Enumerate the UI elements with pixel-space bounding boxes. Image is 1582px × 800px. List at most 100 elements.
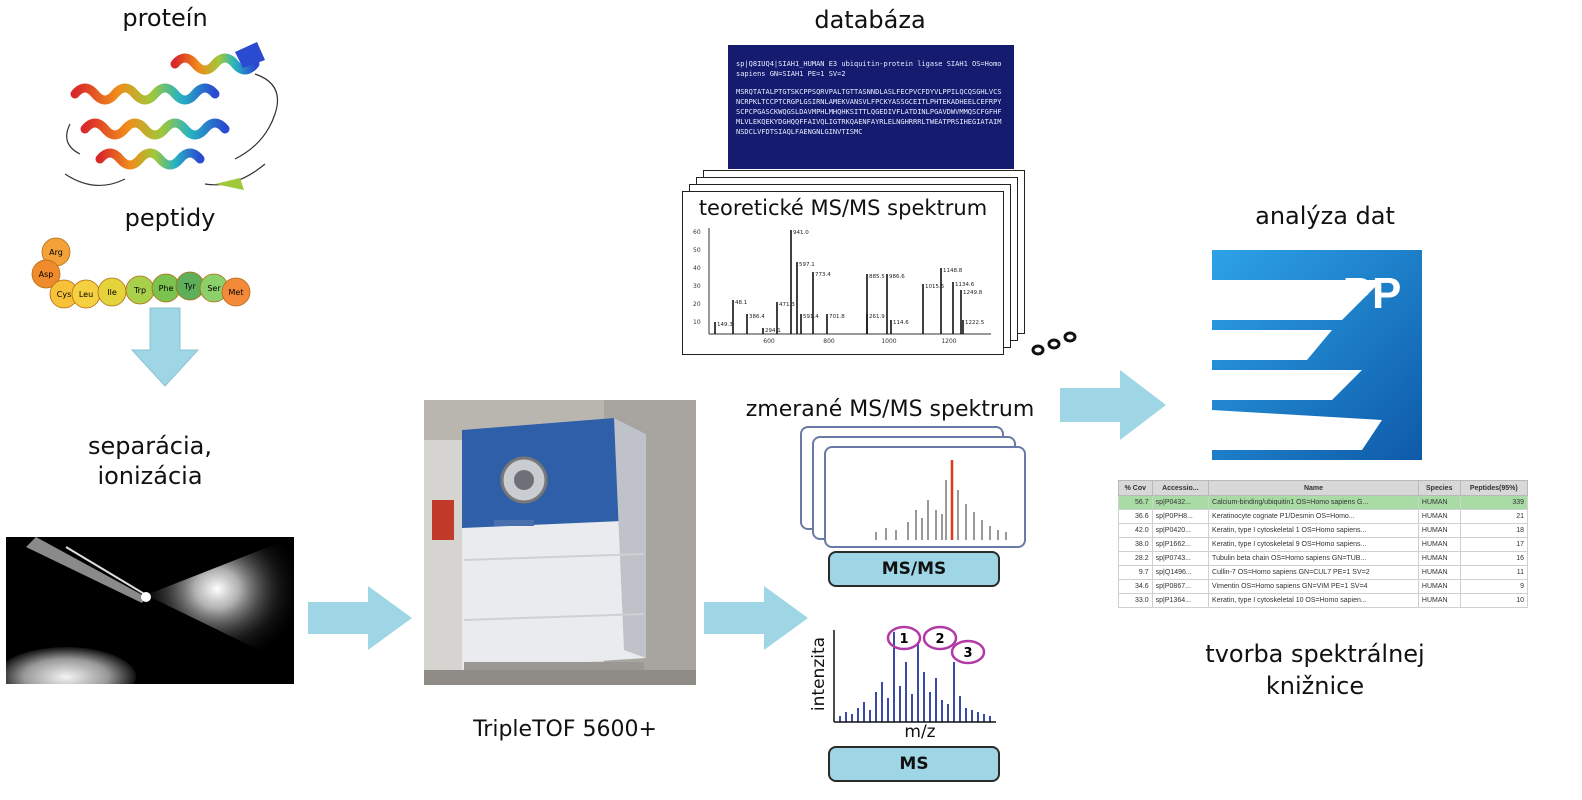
- label-protein: proteín: [122, 4, 208, 32]
- protein-pilot-app-icon[interactable]: PP: [1212, 250, 1422, 460]
- table-cell: Keratin, type I cytoskeletal 9 OS=Homo s…: [1208, 537, 1419, 552]
- right-arrow-icon: [704, 586, 808, 650]
- table-cell: Tubulin beta chain OS=Homo sapiens GN=TU…: [1208, 551, 1419, 566]
- table-cell: sp|P0743...: [1151, 551, 1210, 566]
- label-data-analysis: analýza dat: [1255, 202, 1395, 230]
- spectrum-peak-label: 597.1: [799, 262, 815, 268]
- peak-marker-circle: [886, 625, 922, 651]
- table-header-cell[interactable]: Name: [1208, 480, 1419, 496]
- spectrum-peak-label: 591.4: [803, 314, 819, 320]
- ms-ylabel: intenzita: [809, 636, 829, 712]
- table-cell: HUMAN: [1417, 551, 1461, 566]
- spectrum-y-tick: 20: [693, 301, 701, 308]
- table-cell: HUMAN: [1417, 509, 1461, 524]
- label-measured-spectrum: zmerané MS/MS spektrum: [745, 397, 1035, 422]
- spectrum-peak-label: 294.1: [765, 328, 781, 334]
- database-sequence: MSRQTATALPTGTSKCPPSQRVPALTGTTASNNDLASLFE…: [736, 88, 1002, 136]
- label-peptides: peptidy: [124, 204, 216, 232]
- peptide-bead-label: Phe: [159, 284, 174, 293]
- table-cell: 11: [1459, 565, 1529, 580]
- peptide-bead: [31, 259, 61, 289]
- table-cell: Calcium-binding/ubiquitin1 OS=Homo sapie…: [1208, 495, 1419, 510]
- table-cell: sp|P0PH8...: [1151, 509, 1210, 524]
- table-cell: 28.2: [1118, 551, 1153, 566]
- spectrum-peak-label: 885.5: [869, 274, 885, 280]
- table-cell: Keratinocyte cognate P1/Desmin OS=Homo..…: [1208, 509, 1419, 524]
- msms-button[interactable]: MS/MS: [828, 551, 1000, 587]
- peptide-bead-label: Ser: [207, 284, 221, 293]
- table-cell: sp|P0420...: [1151, 523, 1210, 538]
- app-icon-letters: PP: [1343, 269, 1402, 318]
- ms-button[interactable]: MS: [828, 746, 1000, 782]
- spectrum-peak-label: 114.6: [893, 320, 909, 326]
- ms-xlabel: m/z: [904, 722, 936, 742]
- peptide-bead-label: Trp: [133, 286, 146, 295]
- spectrum-peak-label: 773.4: [815, 272, 831, 278]
- table-cell: sp|P1364...: [1151, 593, 1210, 608]
- table-cell: 10: [1459, 593, 1529, 608]
- spectrum-peak-label: 471.3: [779, 302, 795, 308]
- table-cell: 56.7: [1118, 495, 1153, 510]
- spectrum-peak-label: 48.1: [735, 300, 747, 306]
- spectrum-peak-label: 261.9: [869, 314, 885, 320]
- peak-marker-circle: [922, 625, 958, 651]
- spectrum-peak-label: 701.8: [829, 314, 845, 320]
- spectrum-y-tick: 60: [693, 229, 701, 236]
- spectrum-peak-label: 986.6: [889, 274, 905, 280]
- peptide-bead-label: Asp: [39, 270, 54, 279]
- peptide-bead-label: Tyr: [183, 282, 196, 291]
- table-header-cell[interactable]: Peptides(95%): [1459, 480, 1529, 496]
- spectrum-y-tick: 10: [693, 319, 701, 326]
- spectrum-peak-label: 1222.5: [965, 320, 985, 326]
- peak-marker-circle: [950, 639, 986, 665]
- table-cell: HUMAN: [1417, 523, 1461, 538]
- spectrum-peak-label: 149.3: [717, 322, 733, 328]
- peptide-bead-label: Arg: [49, 248, 63, 257]
- database-sequence-card: sp|Q8IUQ4|SIAH1_HUMAN E3 ubiquitin-prote…: [728, 45, 1014, 169]
- table-cell: HUMAN: [1417, 565, 1461, 580]
- table-header-cell[interactable]: Accessio...: [1151, 480, 1210, 496]
- down-arrow-icon: [130, 307, 200, 387]
- table-cell: 18: [1459, 523, 1529, 538]
- spectrum-y-tick: 30: [693, 283, 701, 290]
- table-cell: sp|P0867...: [1151, 579, 1210, 594]
- peak-marker-label: 1: [899, 632, 908, 647]
- spectrum-peak-label: 386.4: [749, 314, 765, 320]
- label-separation-line2: ionizácia: [97, 462, 203, 490]
- table-header-cell[interactable]: Species: [1417, 480, 1461, 496]
- table-cell: 16: [1459, 551, 1529, 566]
- table-cell: 9.7: [1118, 565, 1153, 580]
- table-cell: HUMAN: [1417, 593, 1461, 608]
- spectrum-y-tick: 40: [693, 265, 701, 272]
- peak-marker-label: 2: [935, 632, 944, 647]
- table-cell: 17: [1459, 537, 1529, 552]
- spectrum-y-tick: 50: [693, 247, 701, 254]
- peptide-bead-label: Ile: [107, 288, 117, 297]
- table-cell: 38.0: [1118, 537, 1153, 552]
- label-database: databáza: [814, 6, 926, 34]
- table-header-cell[interactable]: % Cov: [1118, 480, 1153, 496]
- label-library-line2: knižnice: [1265, 672, 1365, 700]
- table-cell: HUMAN: [1417, 579, 1461, 594]
- label-instrument: TripleTOF 5600+: [473, 717, 657, 742]
- table-cell: Keratin, type I cytoskeletal 10 OS=Homo …: [1208, 593, 1419, 608]
- table-cell: 21: [1459, 509, 1529, 524]
- table-cell: 9: [1459, 579, 1529, 594]
- table-cell: sp|P0432...: [1151, 495, 1210, 510]
- spectrum-peak-label: 941.0: [793, 230, 809, 236]
- database-header: sp|Q8IUQ4|SIAH1_HUMAN E3 ubiquitin-prote…: [736, 60, 1002, 78]
- table-cell: 339: [1459, 495, 1529, 510]
